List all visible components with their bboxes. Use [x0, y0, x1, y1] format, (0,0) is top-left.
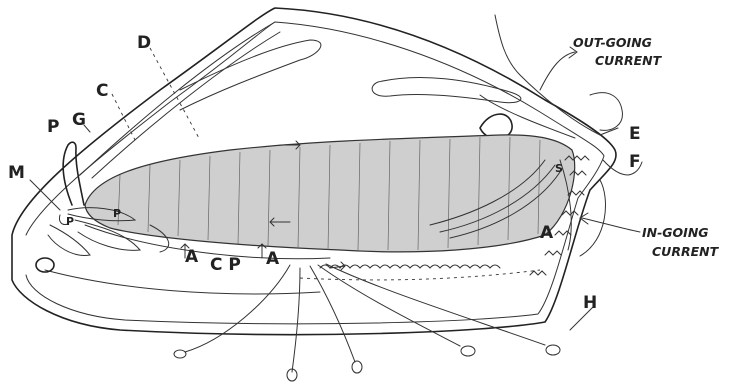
- label-E: E: [629, 124, 641, 144]
- label-H: H: [583, 293, 597, 313]
- label-P: P: [47, 117, 59, 137]
- label-M: M: [8, 163, 25, 183]
- label-p-left: P: [66, 215, 74, 228]
- label-A-left: A: [185, 247, 199, 267]
- out-going-label-1: OUT-GOING: [573, 35, 652, 50]
- in-going-label-1: IN-GOING: [642, 225, 709, 240]
- leader-E: [600, 128, 618, 135]
- ventral-current-path: [300, 270, 540, 280]
- label-G: G: [72, 110, 86, 130]
- label-CP: C P: [210, 255, 241, 275]
- intestine-loop: [372, 77, 521, 102]
- out-going-label-2: CURRENT: [595, 53, 663, 68]
- labial-palp: [48, 225, 90, 255]
- label-C: C: [96, 81, 108, 101]
- label-F: F: [629, 152, 641, 172]
- label-p-right: P: [113, 207, 121, 220]
- label-A-mid: A: [266, 249, 280, 269]
- label-A-right: A: [540, 223, 554, 243]
- trailing-filaments: [174, 264, 560, 381]
- siphon-edge: [590, 93, 622, 131]
- ventral-mantle-edge: [320, 265, 500, 268]
- in-going-label-2: CURRENT: [652, 244, 720, 259]
- flow-arrow: [258, 244, 266, 258]
- in-going-arrow-shaft: [582, 218, 640, 232]
- label-D: D: [137, 33, 151, 53]
- leader-D: [150, 48, 200, 140]
- label-S: S: [555, 162, 563, 175]
- excurrent-siphon: [480, 15, 600, 138]
